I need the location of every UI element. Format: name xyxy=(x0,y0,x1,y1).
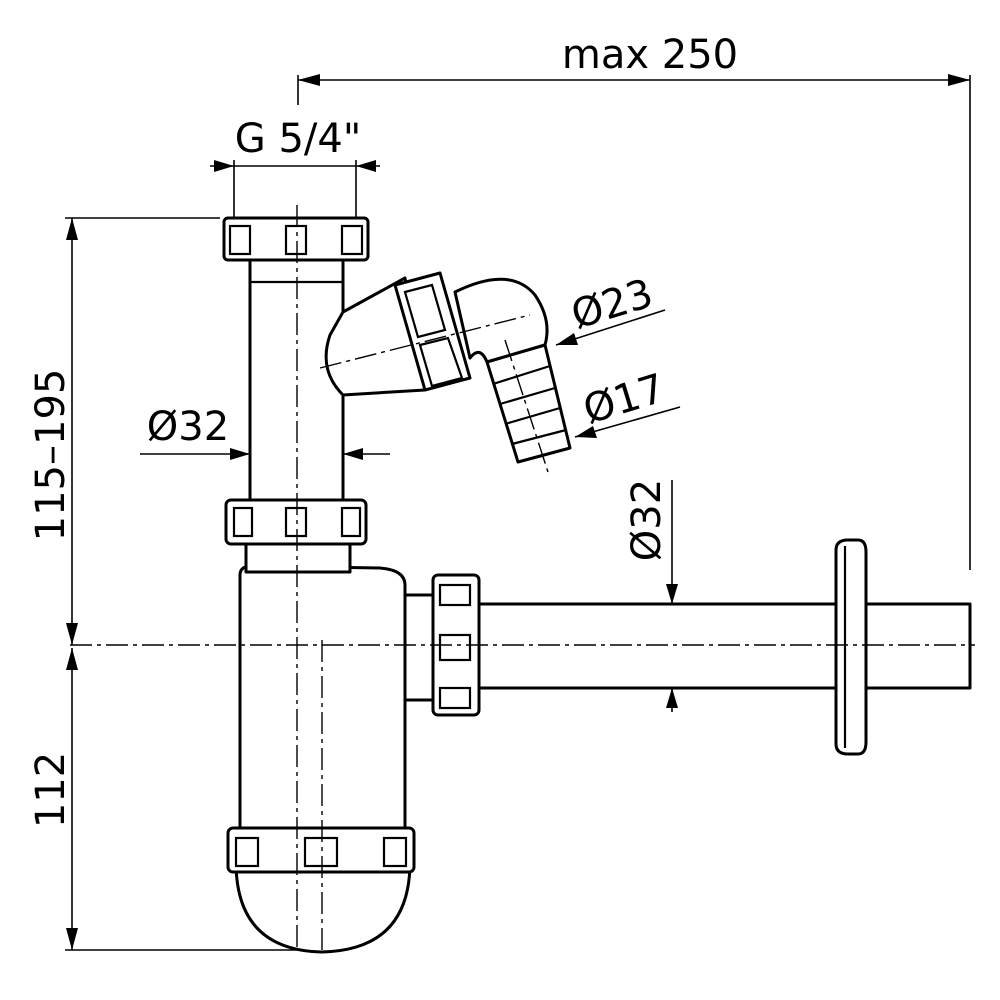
thread-label: G 5/4" xyxy=(235,116,361,162)
hose-outer-label: Ø23 xyxy=(566,271,658,339)
outlet-pipe xyxy=(468,602,972,690)
hose-barb xyxy=(485,343,572,464)
bottle-bowl xyxy=(234,860,412,954)
bottom-height-label: 112 xyxy=(28,752,74,828)
center-lines xyxy=(70,205,975,950)
dimension-lines xyxy=(65,74,971,951)
max-width-label: max 250 xyxy=(562,32,738,78)
height-adjust-label: 115–195 xyxy=(28,369,74,542)
hose-inner-label: Ø17 xyxy=(578,366,670,434)
outlet-diameter-label: Ø32 xyxy=(624,479,670,561)
hose-elbow xyxy=(453,277,549,364)
wall-rosette xyxy=(834,538,868,756)
dimension-labels: max 250 G 5/4" 115–195 112 Ø32 Ø23 Ø17 Ø… xyxy=(28,32,738,828)
inlet-diameter-label: Ø32 xyxy=(147,404,229,450)
